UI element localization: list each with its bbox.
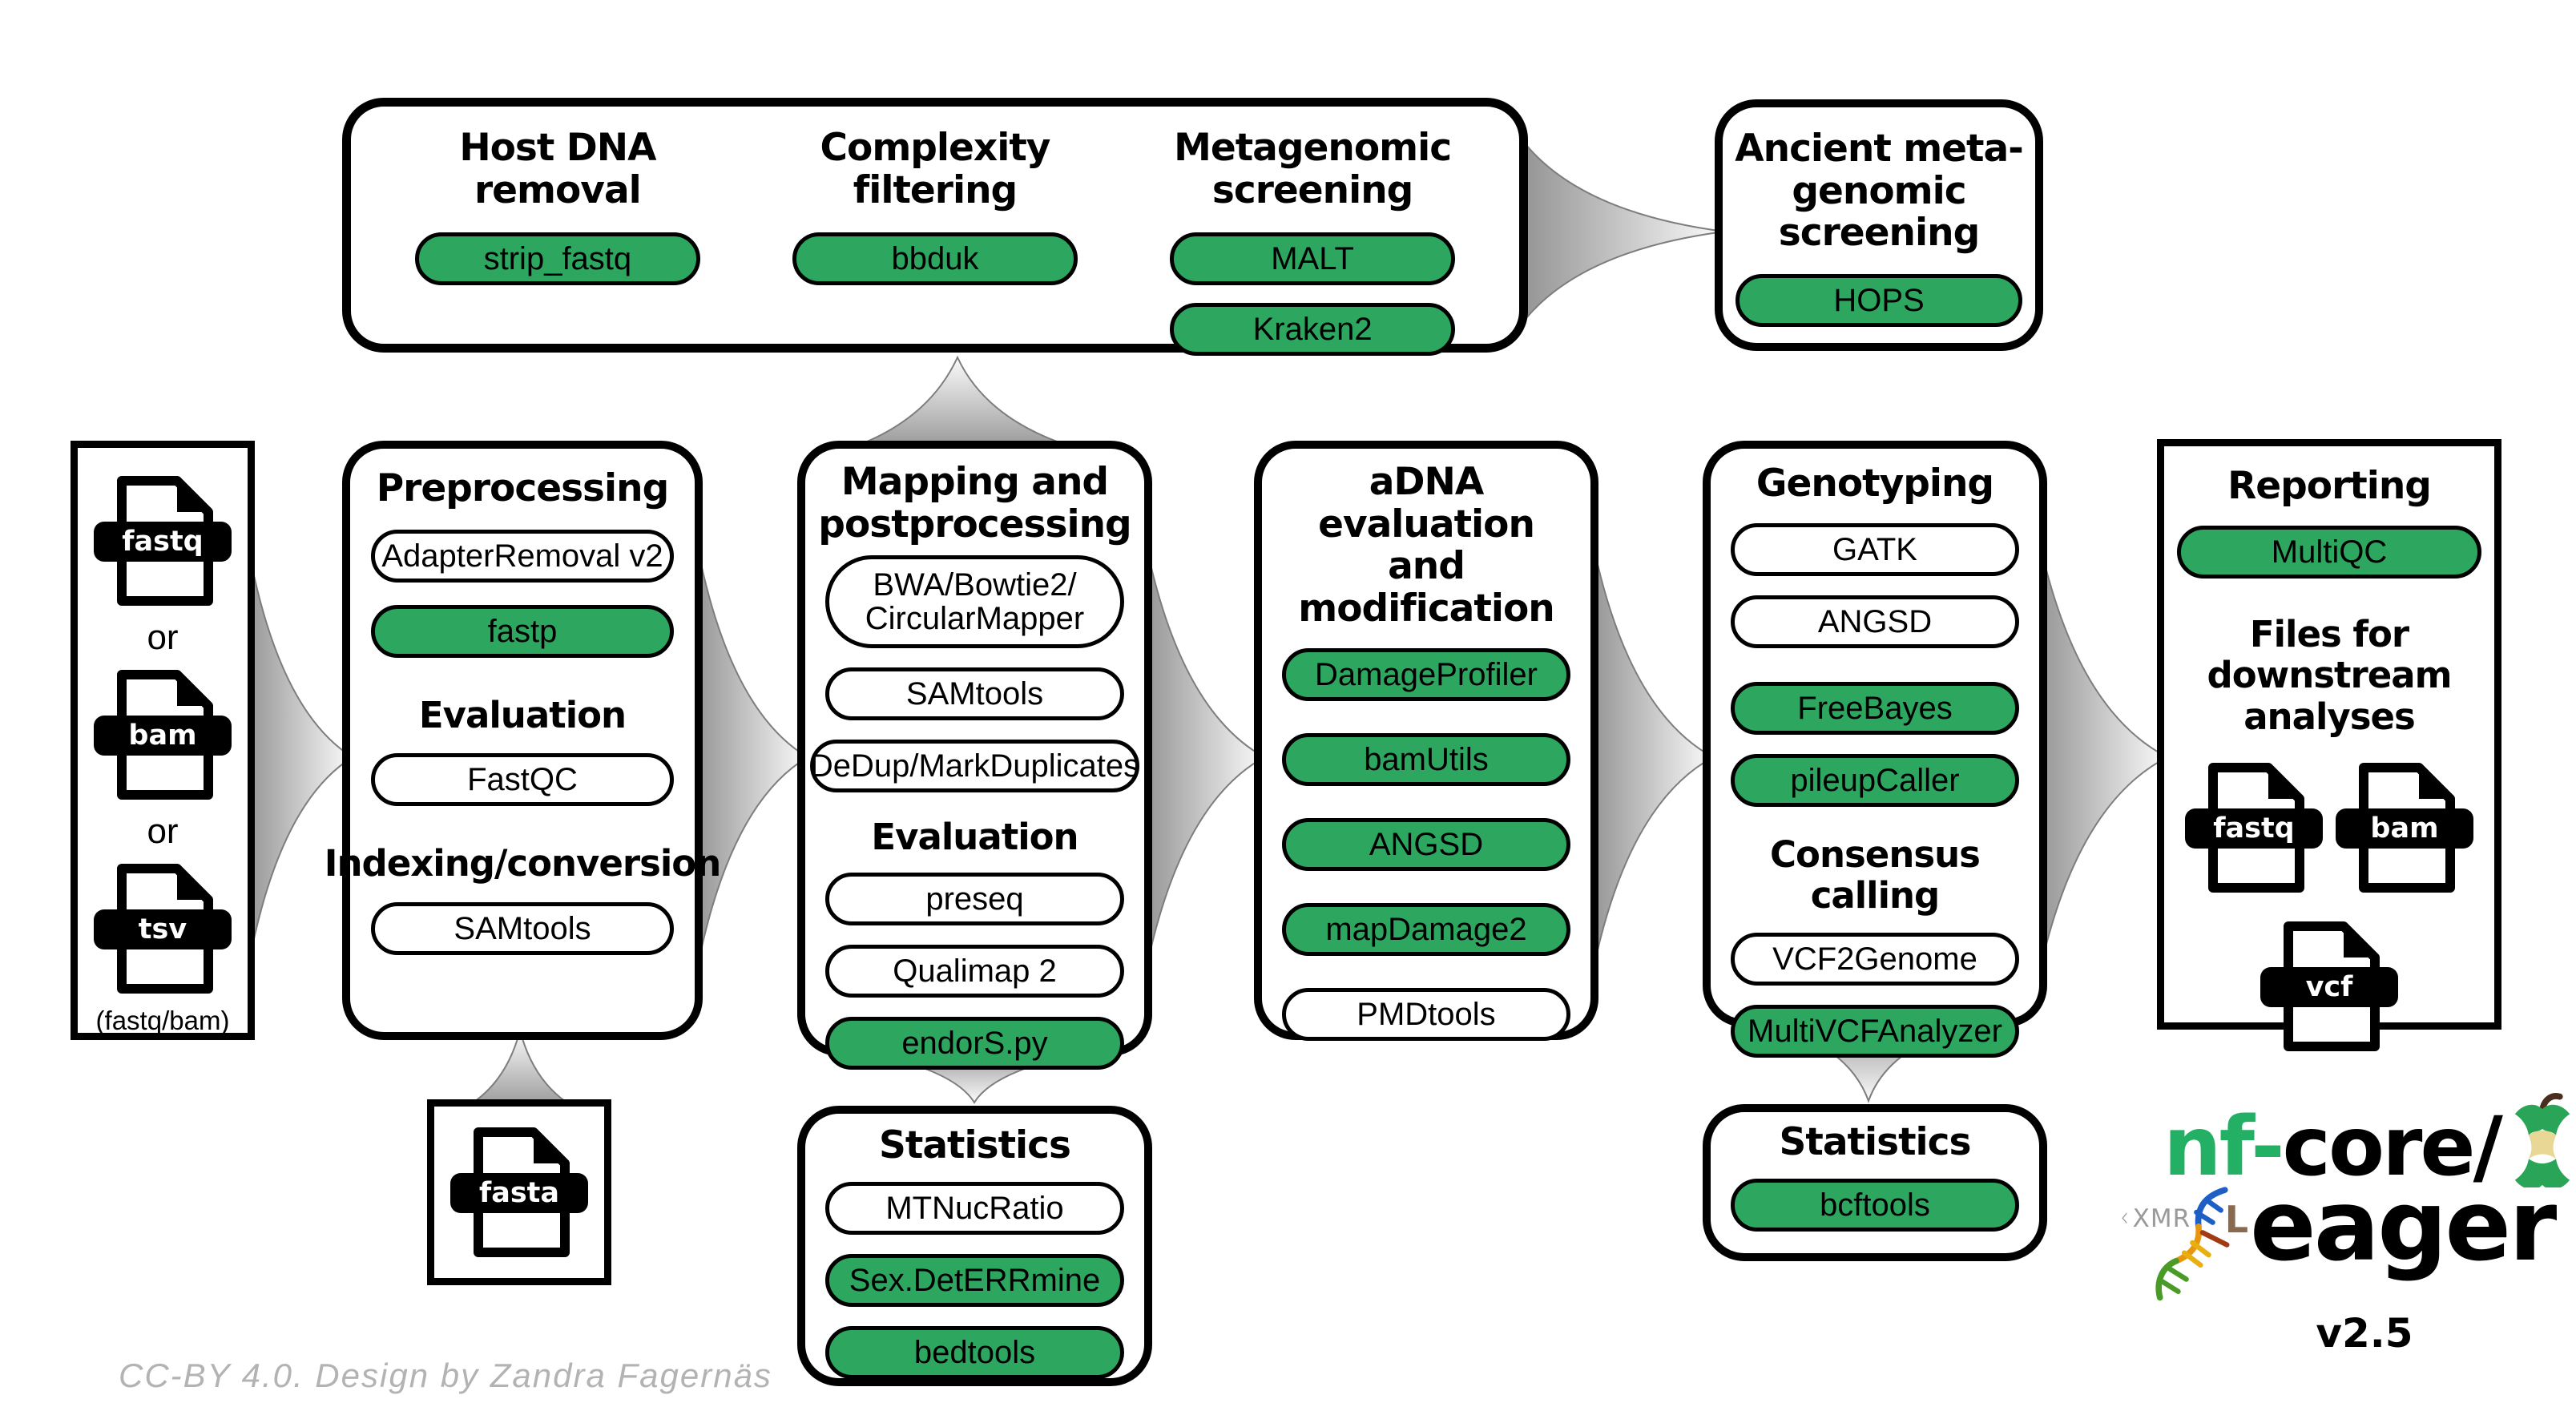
dna-helix-icon: ᚲXMR L <box>2117 1180 2250 1307</box>
box-title: Reporting <box>2227 464 2432 508</box>
tool-pill-mapdamage2: mapDamage2 <box>1281 902 1571 956</box>
tool-pill-multiqc: MultiQC <box>2177 525 2481 579</box>
evaluation-heading: Evaluation <box>871 816 1078 859</box>
arrow-input-to-preprocessing <box>240 498 354 1017</box>
tool-pill-freebayes: FreeBayes <box>1730 681 2020 735</box>
tool-pill-bamutils: bamUtils <box>1281 732 1571 786</box>
tool-pill-dedup-markduplicates: DeDup/MarkDuplicates <box>810 740 1139 793</box>
tool-pill-qualimap2: Qualimap 2 <box>825 945 1124 998</box>
section-title: Metagenomic screening <box>1174 126 1452 212</box>
section-title: Complexity filtering <box>820 126 1051 212</box>
tool-pill-fastqc: FastQC <box>370 753 675 807</box>
fasta-reference-box: fasta <box>427 1099 611 1285</box>
tool-pill-bedtools: bedtools <box>825 1325 1124 1379</box>
host-dna-removal-section: Host DNA removal strip_fastq <box>396 127 720 344</box>
tool-pill-angsd: ANGSD <box>1281 817 1571 871</box>
arrow-mapping-to-adna <box>1137 498 1267 1017</box>
box-title: aDNA evaluation and modification <box>1298 460 1554 631</box>
genotyping-box: Genotyping GATK ANGSD FreeBayes pileupCa… <box>1703 441 2047 1058</box>
bam-file-icon: bam <box>2336 760 2473 895</box>
tool-pill-samtools: SAMtools <box>370 902 675 956</box>
tool-pill-adapterremoval: AdapterRemoval v2 <box>370 529 675 583</box>
tool-pill-kraken2: Kraken2 <box>1170 303 1456 357</box>
tool-pill-pmdtools: PMDtools <box>1281 987 1571 1041</box>
tool-pill-sex-deterrmine: Sex.DetERRmine <box>825 1253 1124 1307</box>
reporting-box: Reporting MultiQC Files for downstream a… <box>2157 439 2501 1051</box>
indexing-conversion-heading: Indexing/conversion <box>324 842 721 885</box>
box-title: Genotyping <box>1756 462 1994 506</box>
tool-pill-bbduk: bbduk <box>792 232 1078 286</box>
fastq-file-icon: fastq <box>2185 760 2323 895</box>
or-label: or <box>147 812 179 851</box>
fastq-file-icon: fastq <box>94 474 232 608</box>
tool-pill-malt: MALT <box>1170 232 1456 286</box>
input-files-box: fastq or bam or tsv (fastq/bam) <box>71 441 255 1040</box>
tool-pill-pileupcaller: pileupCaller <box>1730 753 2020 807</box>
file-type-label: bam <box>2336 808 2473 849</box>
mapping-box: Mapping and postprocessing BWA/Bowtie2/ … <box>797 441 1152 1070</box>
genotyping-statistics-box: Statistics bcftools <box>1703 1104 2047 1261</box>
rune-l-glyph: L <box>2224 1198 2248 1242</box>
brand-nf: nf- <box>2163 1099 2285 1195</box>
tool-pill-mtnucratio: MTNucRatio <box>825 1181 1124 1235</box>
screening-box: Host DNA removal strip_fastq Complexity … <box>342 98 1528 357</box>
tool-pill-endors-py: endorS.py <box>825 1017 1124 1070</box>
brand-core: core/ <box>2282 1099 2503 1195</box>
file-type-label: tsv <box>94 909 232 949</box>
or-label: or <box>147 618 179 657</box>
complexity-filtering-section: Complexity filtering bbduk <box>773 127 1097 344</box>
tool-pill-strip-fastq: strip_fastq <box>414 232 700 286</box>
adna-box: aDNA evaluation and modification DamageP… <box>1254 441 1598 1041</box>
consensus-calling-heading: Consensus calling <box>1770 833 1981 917</box>
tool-pill-hops: HOPS <box>1735 273 2022 327</box>
tool-pill-multivcfanalyzer: MultiVCFAnalyzer <box>1730 1005 2020 1058</box>
tool-pill-bwa-bowtie2-circularmapper: BWA/Bowtie2/ CircularMapper <box>825 555 1124 649</box>
tool-pill-gatk: GATK <box>1730 522 2020 576</box>
box-title: Statistics <box>1779 1120 1972 1164</box>
fasta-file-icon: fasta <box>450 1125 588 1260</box>
arrow-adna-to-genotyping <box>1584 498 1715 1017</box>
ancient-screening-box: Ancient meta- genomic screening HOPS <box>1715 99 2043 351</box>
rune-text: ᚲXMR <box>2117 1204 2191 1234</box>
app-name: eager <box>2250 1169 2557 1284</box>
box-title: Preprocessing <box>376 466 670 510</box>
tsv-content-note: (fastq/bam) <box>95 1006 230 1035</box>
tool-pill-samtools: SAMtools <box>825 667 1124 721</box>
metagenomic-screening-section: Metagenomic screening MALT Kraken2 <box>1151 126 1474 357</box>
tool-pill-fastp: fastp <box>370 604 675 658</box>
tool-pill-angsd: ANGSD <box>1730 595 2020 648</box>
version-label: v2.5 <box>2316 1310 2413 1357</box>
tool-pill-bcftools: bcftools <box>1730 1178 2020 1232</box>
bam-file-icon: bam <box>94 667 232 802</box>
downstream-files-heading: Files for downstream analyses <box>2207 612 2453 739</box>
tool-pill-preseq: preseq <box>825 873 1124 925</box>
box-title: Statistics <box>879 1123 1071 1167</box>
apple-core-icon <box>2514 1093 2570 1187</box>
tool-pill-vcf2genome: VCF2Genome <box>1730 933 2020 986</box>
tool-pill-damageprofiler: DamageProfiler <box>1281 647 1571 701</box>
arrow-genotyping-to-reporting <box>2030 498 2170 1017</box>
arrow-mapping-to-screening <box>820 355 1111 458</box>
arrow-preprocessing-to-mapping <box>688 498 809 1017</box>
file-type-label: fastq <box>94 522 232 562</box>
box-title: Ancient meta- genomic screening <box>1735 127 2024 256</box>
mapping-statistics-box: Statistics MTNucRatio Sex.DetERRmine bed… <box>797 1106 1152 1386</box>
evaluation-heading: Evaluation <box>418 693 627 736</box>
file-type-label: vcf <box>2260 966 2398 1007</box>
file-type-label: fastq <box>2185 808 2323 849</box>
tsv-file-icon: tsv <box>94 861 232 996</box>
section-title: Host DNA removal <box>459 126 656 212</box>
license-credit: CC-BY 4.0. Design by Zandra Fagernäs <box>119 1357 772 1394</box>
arrow-screening-to-ancient <box>1512 123 1725 340</box>
vcf-file-icon: vcf <box>2260 919 2398 1054</box>
nf-core-eager-logo: nf-core/ ᚲXMR L eager <box>2117 1093 2570 1357</box>
file-type-label: bam <box>94 716 232 756</box>
file-type-label: fasta <box>450 1173 588 1213</box>
box-title: Mapping and postprocessing <box>818 460 1131 546</box>
preprocessing-box: Preprocessing AdapterRemoval v2 fastp Ev… <box>325 441 721 1040</box>
